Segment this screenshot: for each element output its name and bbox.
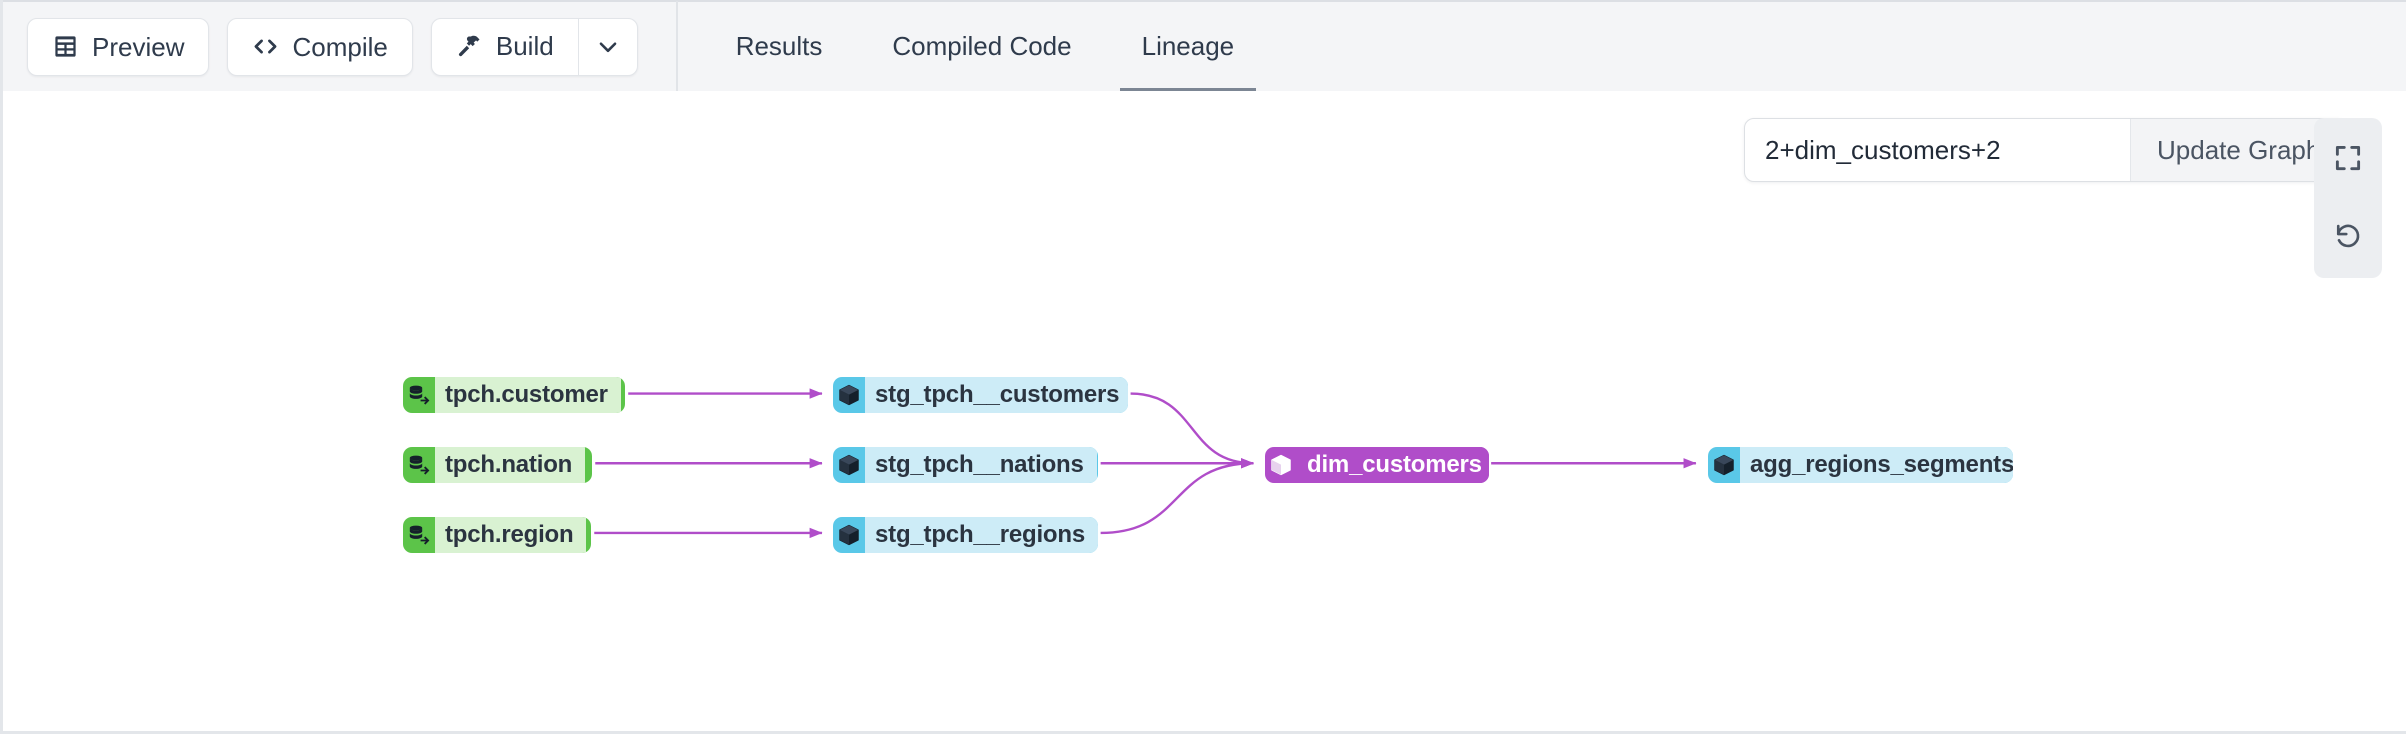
lineage-node-tpch-nation[interactable]: tpch.nation <box>403 447 592 483</box>
lineage-edge-stg-tpch-customers-to-dim-customers <box>1130 392 1255 469</box>
lineage-node-label: tpch.customer <box>435 377 621 413</box>
hammer-icon <box>456 33 483 60</box>
table-icon <box>52 33 79 60</box>
lineage-node-label: stg_tpch__customers <box>865 377 1128 413</box>
tab-compiled-code-label: Compiled Code <box>892 31 1072 61</box>
graph-selector-input[interactable] <box>1745 119 2130 181</box>
compile-button-label: Compile <box>292 31 388 62</box>
tab-compiled-code[interactable]: Compiled Code <box>870 1 1093 92</box>
lineage-canvas[interactable]: Update Graph <box>3 91 2406 731</box>
preview-button[interactable]: Preview <box>27 17 210 76</box>
lineage-edge-stg-tpch-regions-to-dim-customers <box>1100 458 1255 535</box>
code-icon <box>252 33 279 60</box>
cube-icon <box>833 377 865 413</box>
lineage-node-label: tpch.region <box>435 517 587 553</box>
tab-results-label: Results <box>735 31 823 61</box>
lineage-node-label: stg_tpch__nations <box>865 447 1097 483</box>
lineage-edges <box>594 388 1697 539</box>
lineage-node-dim-customers[interactable]: dim_customers <box>1265 447 1489 483</box>
cube-icon <box>833 517 865 553</box>
tab-lineage-label: Lineage <box>1141 31 1235 61</box>
cube-icon <box>1708 447 1740 483</box>
build-dropdown-toggle[interactable] <box>577 18 637 75</box>
build-split-button: Build <box>430 17 638 76</box>
lineage-node-stg-tpch-regions[interactable]: stg_tpch__regions <box>833 517 1098 553</box>
lineage-graph: tpch.customer tpch.nation tpch.region stg_t… <box>3 91 2406 731</box>
reset-graph-button[interactable] <box>2322 210 2374 262</box>
tab-lineage[interactable]: Lineage <box>1119 1 1257 92</box>
lineage-node-label: agg_regions_segments <box>1740 447 2013 483</box>
preview-button-label: Preview <box>92 31 185 62</box>
lineage-node-agg-regions-segments[interactable]: agg_regions_segments <box>1708 447 2013 483</box>
lineage-node-stg-tpch-nations[interactable]: stg_tpch__nations <box>833 447 1098 483</box>
reset-icon <box>2333 221 2363 251</box>
lineage-node-label: dim_customers <box>1297 447 1489 483</box>
fullscreen-icon <box>2333 143 2363 173</box>
tab-results[interactable]: Results <box>714 1 845 92</box>
lineage-node-label: tpch.nation <box>435 447 586 483</box>
lineage-node-tpch-region[interactable]: tpch.region <box>403 517 591 553</box>
graph-controls-rail <box>2314 118 2382 278</box>
toolbar: Preview Compile <box>3 0 2406 92</box>
compile-button[interactable]: Compile <box>227 17 413 76</box>
update-graph-button[interactable]: Update Graph <box>2130 119 2347 181</box>
fullscreen-button[interactable] <box>2322 132 2374 184</box>
update-graph-button-label: Update Graph <box>2157 134 2321 165</box>
lineage-node-stg-tpch-customers[interactable]: stg_tpch__customers <box>833 377 1128 413</box>
build-button-label: Build <box>495 31 554 61</box>
chevron-down-icon <box>595 34 621 60</box>
lineage-node-label: stg_tpch__regions <box>865 517 1098 553</box>
cube-icon <box>833 447 865 483</box>
toolbar-actions: Preview Compile <box>3 1 678 92</box>
build-button[interactable]: Build <box>432 19 578 75</box>
cube-icon <box>1265 447 1297 483</box>
database-icon <box>403 517 435 553</box>
toolbar-divider <box>675 1 678 92</box>
database-icon <box>403 447 435 483</box>
database-icon <box>403 377 435 413</box>
lineage-node-tpch-customer[interactable]: tpch.customer <box>403 377 625 413</box>
graph-selector-group: Update Graph <box>1744 118 2348 182</box>
tab-bar: Results Compiled Code Lineage <box>714 1 1256 92</box>
